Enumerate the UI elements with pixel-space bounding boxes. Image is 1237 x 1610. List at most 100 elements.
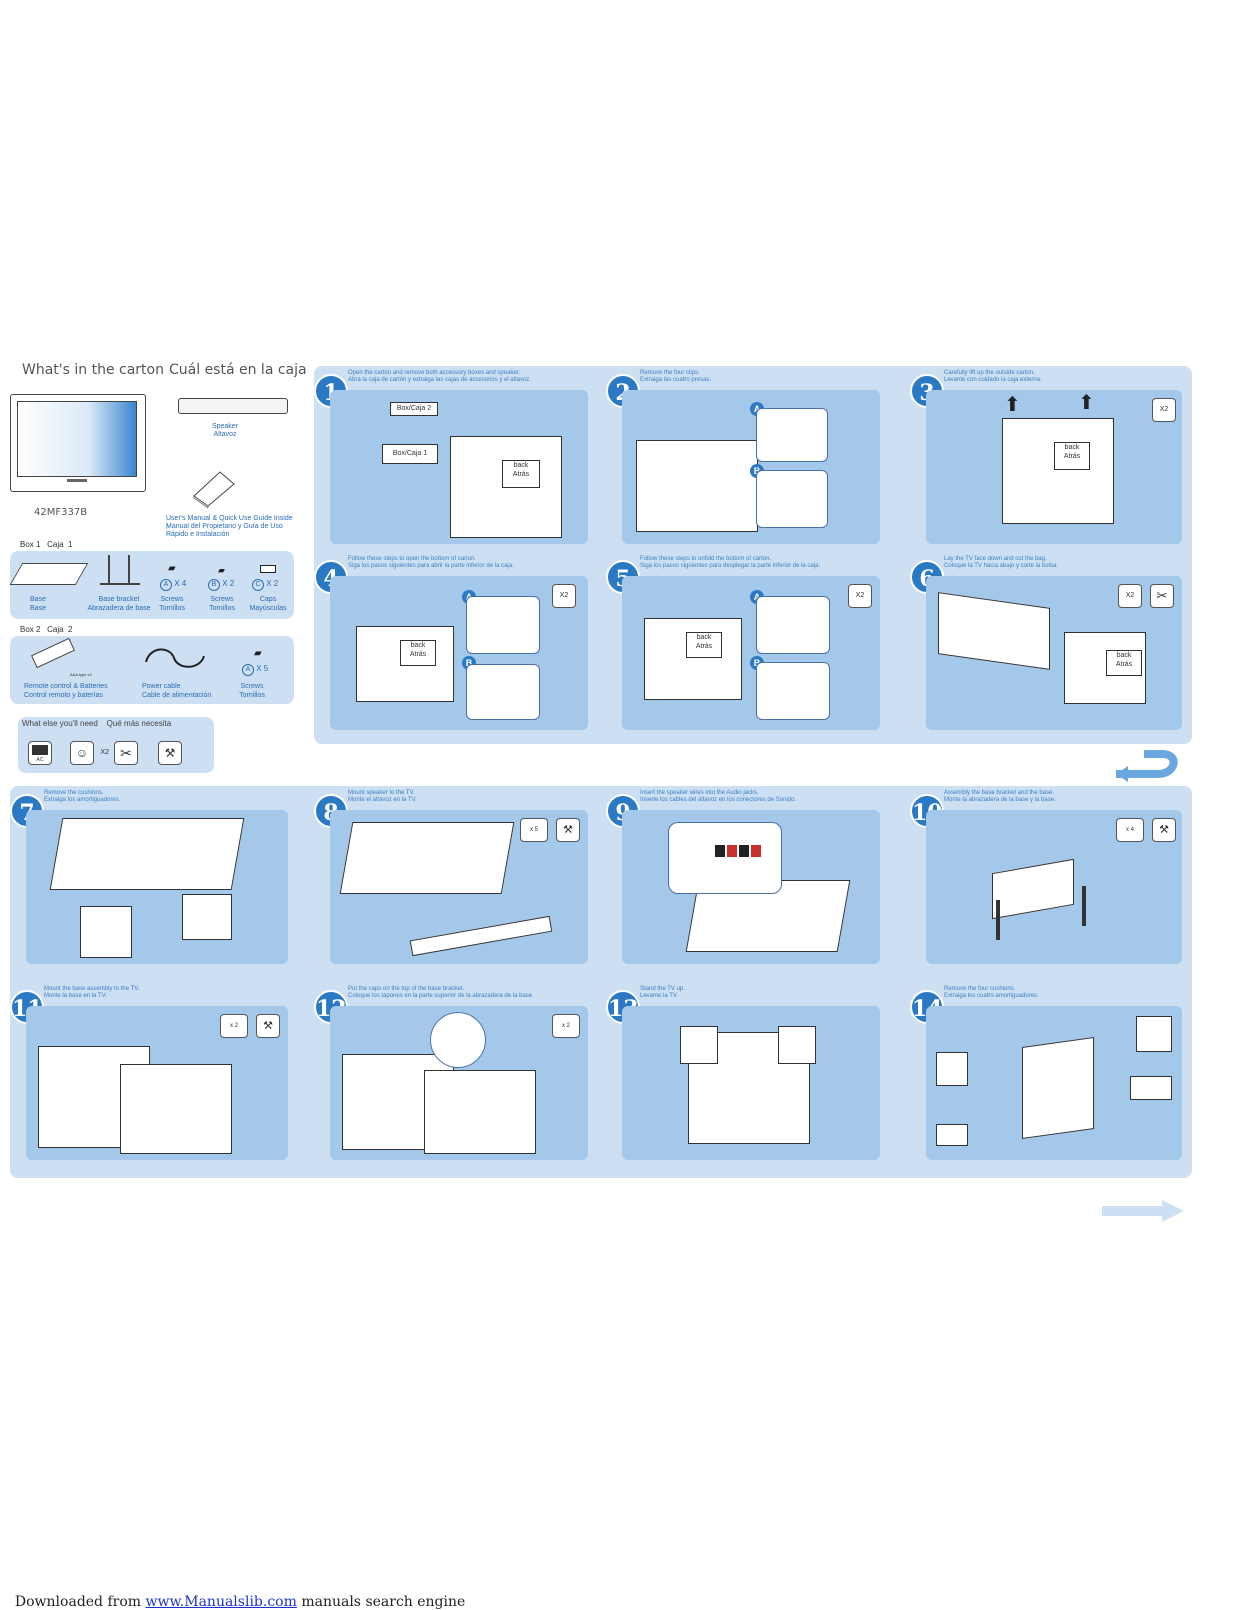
step-4: 4 Follow these steps to open the bottom … [314, 556, 588, 732]
footer-suffix: manuals search engine [296, 1594, 466, 1610]
box2-item-2-es: Tornillos [239, 692, 265, 699]
tv-illustration [10, 394, 146, 492]
step-text-es: Levante la TV. [640, 993, 679, 999]
inset-b [466, 664, 540, 720]
two-person-icon: ☺X2 [70, 741, 109, 765]
step-image [926, 1006, 1182, 1160]
box1-item-4-es: Mayúsculas [249, 605, 287, 612]
step-text-en: Open the carton and remove both accessor… [348, 370, 521, 376]
step-text-es: Monte la base en la TV. [44, 993, 107, 999]
inset-a [466, 596, 540, 654]
atras-label: Atrás [695, 643, 713, 650]
step-text-es: Levante con cuidado la caja externa. [944, 377, 1042, 383]
step-7: 7 Remove the cushions.Extraiga los amort… [10, 790, 288, 966]
screwdriver-icon: ⚒ [556, 818, 580, 842]
step-image [622, 1006, 880, 1160]
step-2: 2 Remove the four clips.Extraiga las cua… [606, 370, 880, 546]
box1-item-1-es: Abrazadera de base [87, 605, 151, 612]
step-13: 13 Stand the TV up.Levante la TV. [606, 986, 880, 1162]
inset-b [756, 662, 830, 720]
step-1: 1 Open the carton and remove both access… [314, 370, 588, 546]
inset-a [756, 408, 828, 462]
footer-prefix: Downloaded from [14, 1594, 146, 1610]
step-3: 3 Carefully lift up the outside carton.L… [910, 370, 1184, 546]
screwdriver-icon: ⚒ [1152, 818, 1176, 842]
step-text-en: Follow these steps to unfold the bottom … [640, 556, 772, 562]
back-label: back [1116, 652, 1132, 659]
two-person-icon: X2 [552, 584, 576, 608]
manual-line-1: User's Manual & Quick Use Guide Inside ! [166, 515, 293, 531]
manual-line-3: Rápido e Instalación [166, 531, 230, 538]
step-image: x 2 [330, 1006, 588, 1160]
atras-label: Atrás [1115, 661, 1133, 668]
audio-jack-inset [668, 822, 782, 894]
model-number: 42MF337B [34, 507, 88, 518]
manualslib-link[interactable]: www.Manualslib.com [145, 1594, 297, 1610]
step-image [26, 810, 288, 964]
step-text-en: Remove the four cushions. [944, 986, 1016, 992]
box2-tag: Box/Caja 2 [390, 402, 438, 416]
screw-icon: ▰ [254, 648, 262, 659]
qty-label: x 2 [561, 1023, 570, 1029]
step-text-en: Insert the speaker wires into the Audio … [640, 790, 759, 796]
box1-panel: Base Base Base bracket Abrazadera de bas… [9, 551, 294, 619]
step-5: 5 Follow these steps to unfold the botto… [606, 556, 880, 732]
qty-a: X 4 [174, 579, 187, 588]
step-image [622, 810, 880, 964]
step-6: 6 Lay the TV face down and cut the bag.C… [910, 556, 1184, 732]
return-arrow-icon [1116, 750, 1178, 782]
battery-note: AAA type x2 [70, 672, 92, 677]
x2-label: X2 [1125, 592, 1135, 599]
atras-label: Atrás [1063, 453, 1081, 460]
two-person-icon: X2 [1152, 398, 1176, 422]
footer: Downloaded from www.Manualslib.com manua… [6, 1578, 465, 1610]
box2-item-2-en: Screws [240, 683, 264, 690]
x2-label: X2 [855, 592, 865, 599]
step-text-es: Extraiga las cuatro presas. [640, 377, 712, 383]
box2-item-0-es: Control remoto y baterías [24, 692, 103, 699]
step-text-en: Remove the cushions. [44, 790, 104, 796]
step-image: x 4 ⚒ [926, 810, 1182, 964]
box1-item-0-en: Base [30, 596, 46, 603]
step-14: 14 Remove the four cushions.Extraiga los… [910, 986, 1184, 1162]
carton-title-es: Cuál está en la caja [169, 362, 307, 378]
step-text-es: Inserte los cables del altavoz en los co… [640, 797, 797, 803]
box2-item-1-en: Power cable [142, 683, 181, 690]
need-panel: What else you'll need Qué más necesita A… [18, 717, 214, 773]
step-text-es: Monte el altavoz en la TV. [348, 797, 417, 803]
step-text-es: Extraiga los cuatro amortiguadores. [944, 993, 1039, 999]
step-text-en: Mount speaker to the TV. [348, 790, 415, 796]
qty-label: x 4 [1125, 827, 1134, 833]
next-page-arrow-icon [1102, 1200, 1184, 1222]
badge-b: B [208, 579, 220, 591]
step-text-en: Assembly the base bracket and the base. [944, 790, 1055, 796]
step-text-es: Siga los pasos siguientes para desplegar… [640, 563, 821, 569]
screwdriver-icon: ⚒ [256, 1014, 280, 1038]
step-12: 12 Put the caps on the top of the base b… [314, 986, 588, 1162]
screw-icon: ▰ [168, 563, 176, 574]
up-arrow-icon: ⬆ [1004, 394, 1021, 416]
inset-b [756, 470, 828, 528]
qty-label: x 5 [529, 827, 538, 833]
badge-c: C [252, 579, 264, 591]
step-10: 10 Assembly the base bracket and the bas… [910, 790, 1184, 966]
x2-label: X2 [1159, 406, 1169, 413]
manual-line-2: Manual del Propietario y Guía de Uso [166, 523, 283, 530]
step-text-en: Carefully lift up the outside carton. [944, 370, 1035, 376]
step-image: x 5 ⚒ [330, 810, 588, 964]
qty-b: X 2 [222, 579, 235, 588]
box1-item-1-en: Base bracket [98, 596, 140, 603]
back-label: back [1064, 444, 1080, 451]
atras-label: Atrás [512, 471, 530, 478]
power-cable-icon [145, 648, 205, 668]
screw-icon: ▰ [218, 565, 225, 575]
back-label: back [410, 642, 426, 649]
step-text-es: Siga los pasos siguientes para abrir la … [348, 563, 514, 569]
qty-label: x 2 [229, 1023, 238, 1029]
step-text-en: Mount the base assembly to the TV. [44, 986, 140, 992]
speaker-illustration [178, 398, 288, 414]
